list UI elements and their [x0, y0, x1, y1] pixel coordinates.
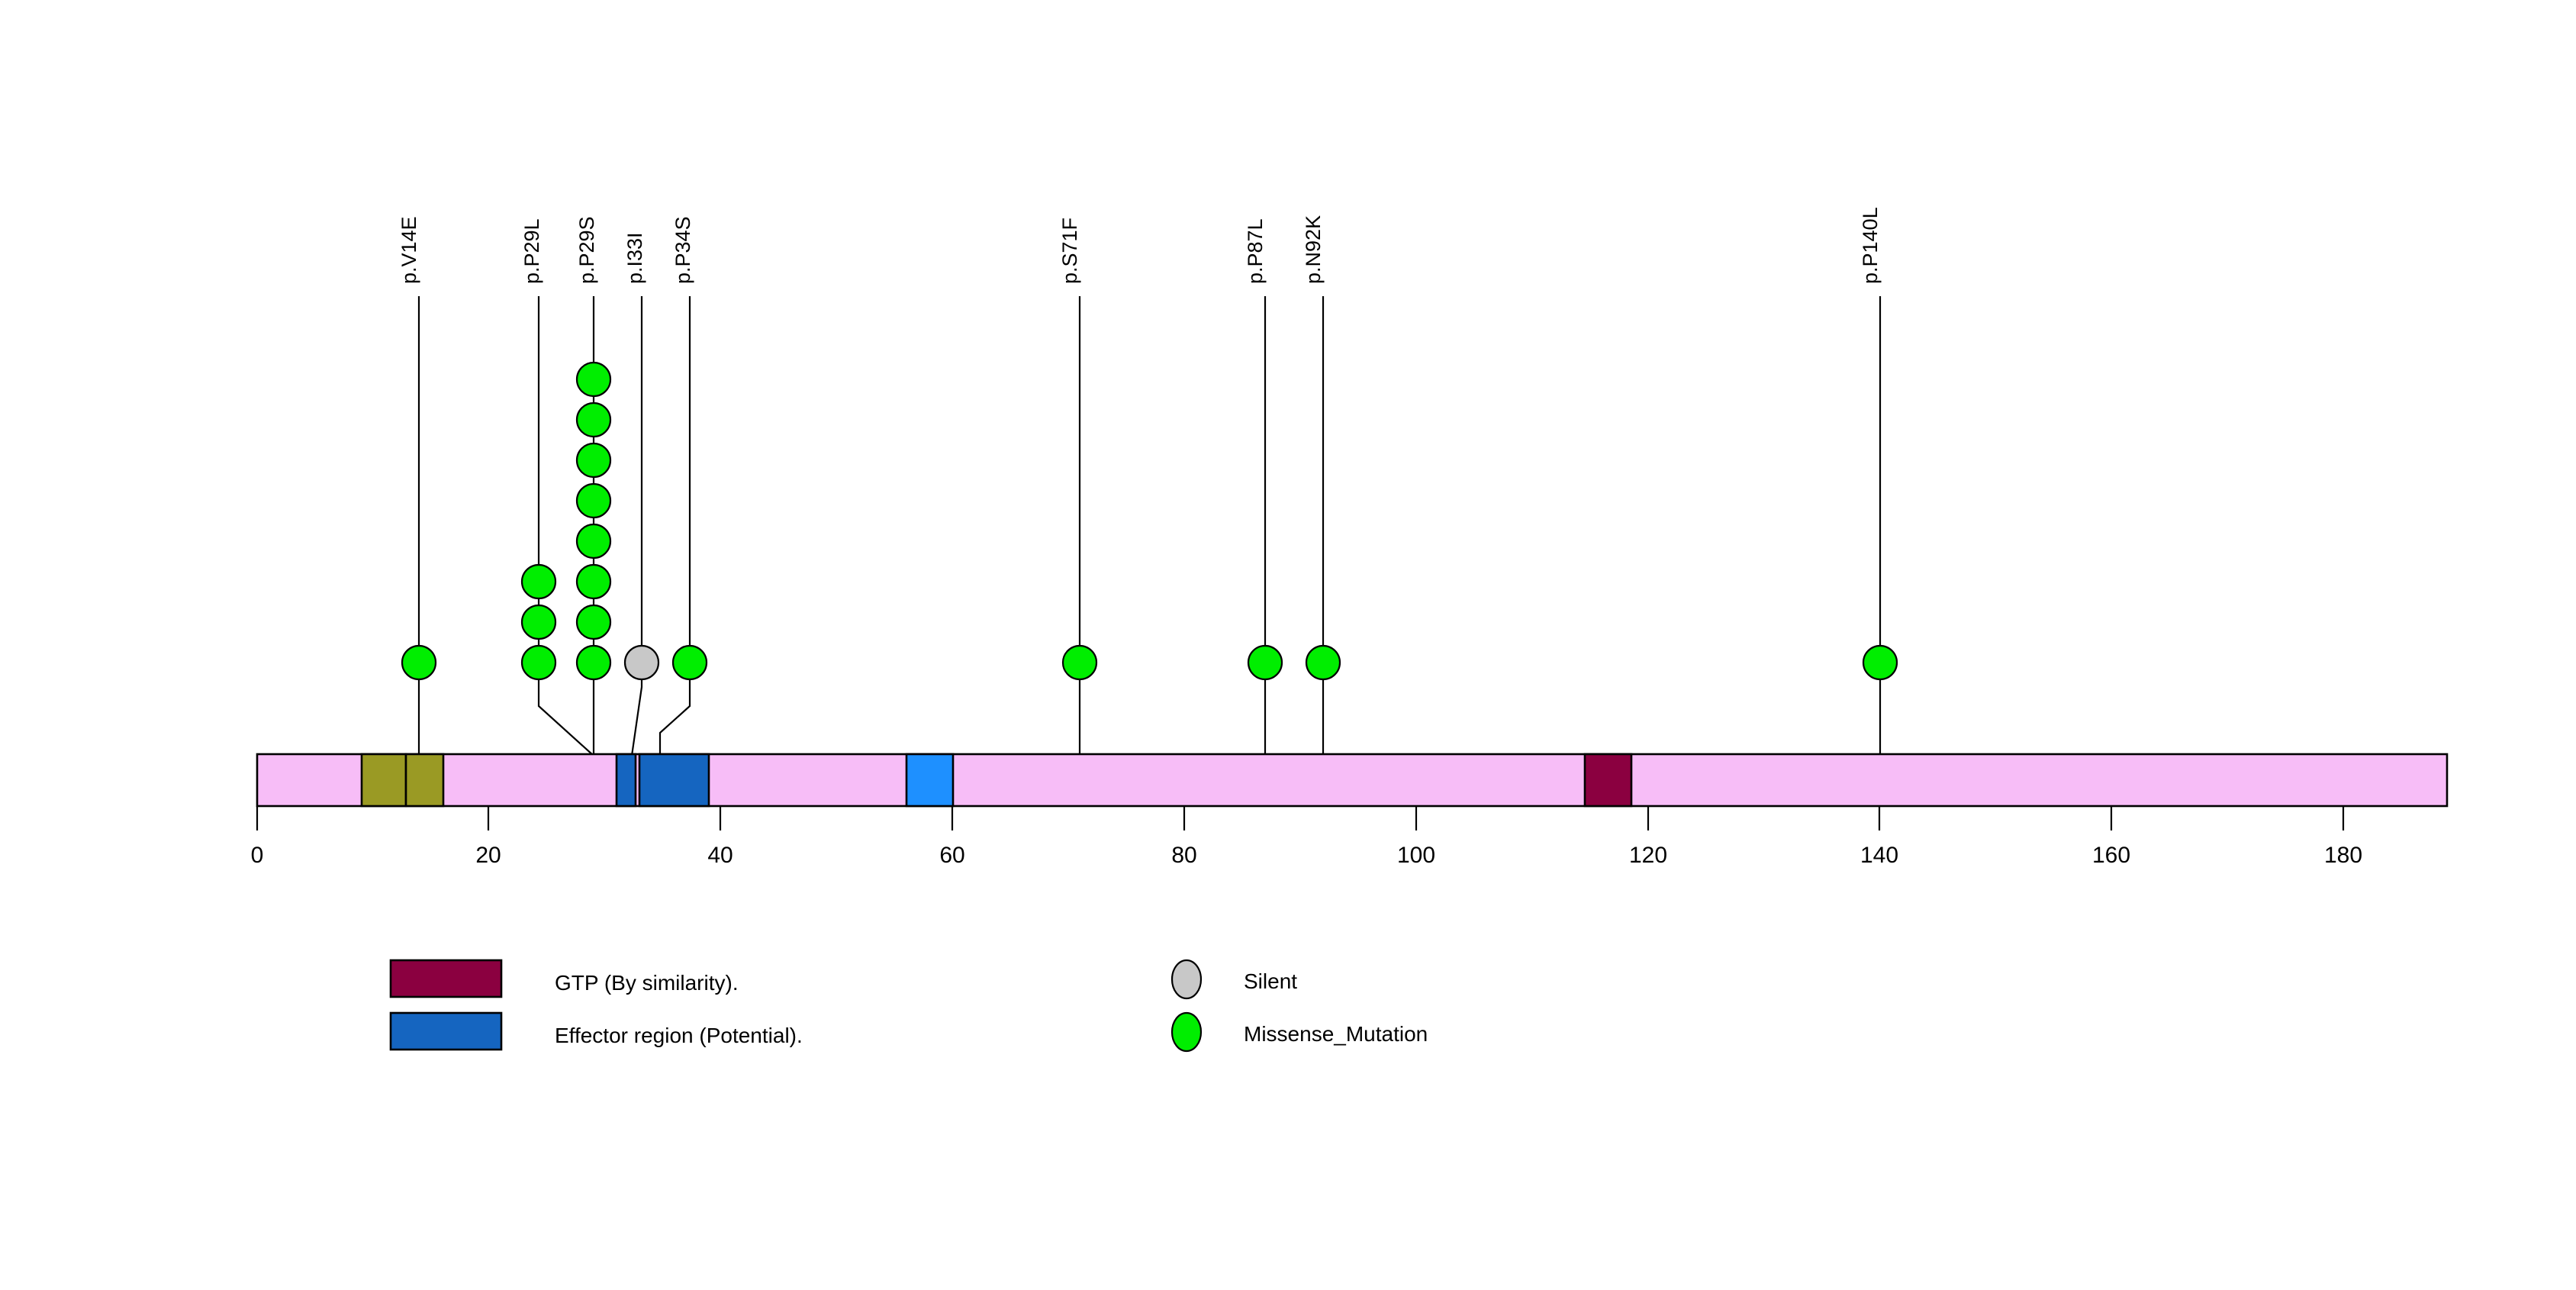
legend: GTP (By similarity). Effector region (Po… [389, 959, 1428, 1053]
marker-p-p87l-1[interactable] [1247, 644, 1283, 681]
legend-label-silent: Silent [1244, 969, 1297, 993]
lollipop-stem-group [417, 296, 1882, 756]
axis-tick-label-100: 100 [1397, 843, 1435, 868]
marker-p-p29s-4[interactable] [575, 523, 612, 560]
domain-dodger-region[interactable] [905, 753, 955, 808]
marker-p-p29l-1[interactable] [520, 644, 557, 681]
domain-effector-region-a[interactable] [615, 753, 637, 808]
marker-p-s71f-1[interactable] [1061, 644, 1098, 681]
lollipop-marker-group [401, 361, 1898, 681]
legend-swatch-effector [389, 1011, 503, 1051]
protein-backbone [256, 753, 2449, 808]
axis-tick-label-140: 140 [1860, 843, 1898, 868]
legend-label-gtp: GTP (By similarity). [555, 971, 739, 995]
mutation-label-p-p29l: p.P29L [520, 218, 543, 284]
marker-p-p29s-5[interactable] [575, 482, 612, 519]
axis-tick-label-40: 40 [707, 843, 733, 868]
marker-p-p29l-3[interactable] [520, 563, 557, 600]
mutation-label-p-n92k: p.N92K [1302, 215, 1325, 284]
axis-tick-label-20: 20 [475, 843, 501, 868]
protein-backbone-group [256, 753, 2449, 808]
stem-p-p34s [658, 296, 691, 756]
marker-p-p29s-3[interactable] [575, 563, 612, 600]
domain-gtp-region[interactable] [1583, 753, 1633, 808]
legend-swatch-gtp [389, 959, 503, 998]
legend-label-missense: Missense_Mutation [1244, 1022, 1428, 1046]
stem-p-p29l [537, 296, 594, 756]
axis-tick-label-0: 0 [251, 843, 264, 868]
marker-p-p34s-1[interactable] [671, 644, 708, 681]
marker-p-i33i-1[interactable] [623, 644, 660, 681]
axis-tick-label-120: 120 [1629, 843, 1667, 868]
domain-olive-region-b[interactable] [404, 753, 445, 808]
marker-p-p29s-7[interactable] [575, 402, 612, 438]
marker-p-p29s-1[interactable] [575, 644, 612, 681]
legend-label-effector: Effector region (Potential). [555, 1024, 803, 1047]
mutation-label-p-i33i: p.I33I [623, 232, 646, 284]
legend-marker-missense [1170, 1011, 1203, 1053]
axis-tick-label-160: 160 [2092, 843, 2130, 868]
mutation-label-p-p34s: p.P34S [671, 216, 694, 284]
domain-olive-region-a[interactable] [360, 753, 407, 808]
stem-p-i33i [630, 296, 643, 756]
marker-p-v14e-1[interactable] [401, 644, 437, 681]
mutation-label-p-p140l: p.P140L [1859, 207, 1882, 284]
mutation-label-group: p.V14E p.P29L p.P29S p.I33I p.P34S p.S71… [398, 207, 1882, 284]
axis-tick-label-60: 60 [939, 843, 964, 868]
mutation-label-p-p29s: p.P29S [575, 216, 598, 284]
marker-p-p29s-8[interactable] [575, 361, 612, 398]
marker-p-p140l-1[interactable] [1862, 644, 1898, 681]
legend-marker-silent [1170, 959, 1203, 1000]
mutation-label-p-p87l: p.P87L [1244, 218, 1267, 284]
marker-p-p29s-6[interactable] [575, 442, 612, 479]
marker-p-n92k-1[interactable] [1305, 644, 1341, 681]
mutation-label-p-s71f: p.S71F [1058, 218, 1081, 284]
marker-p-p29l-2[interactable] [520, 604, 557, 640]
x-axis: 0 20 40 60 80 100 120 140 160 180 [251, 806, 2362, 868]
mutation-label-p-v14e: p.V14E [398, 216, 420, 284]
domain-effector-region-b[interactable] [638, 753, 710, 808]
axis-tick-label-180: 180 [2324, 843, 2362, 868]
axis-tick-label-80: 80 [1171, 843, 1196, 868]
marker-p-p29s-2[interactable] [575, 604, 612, 640]
